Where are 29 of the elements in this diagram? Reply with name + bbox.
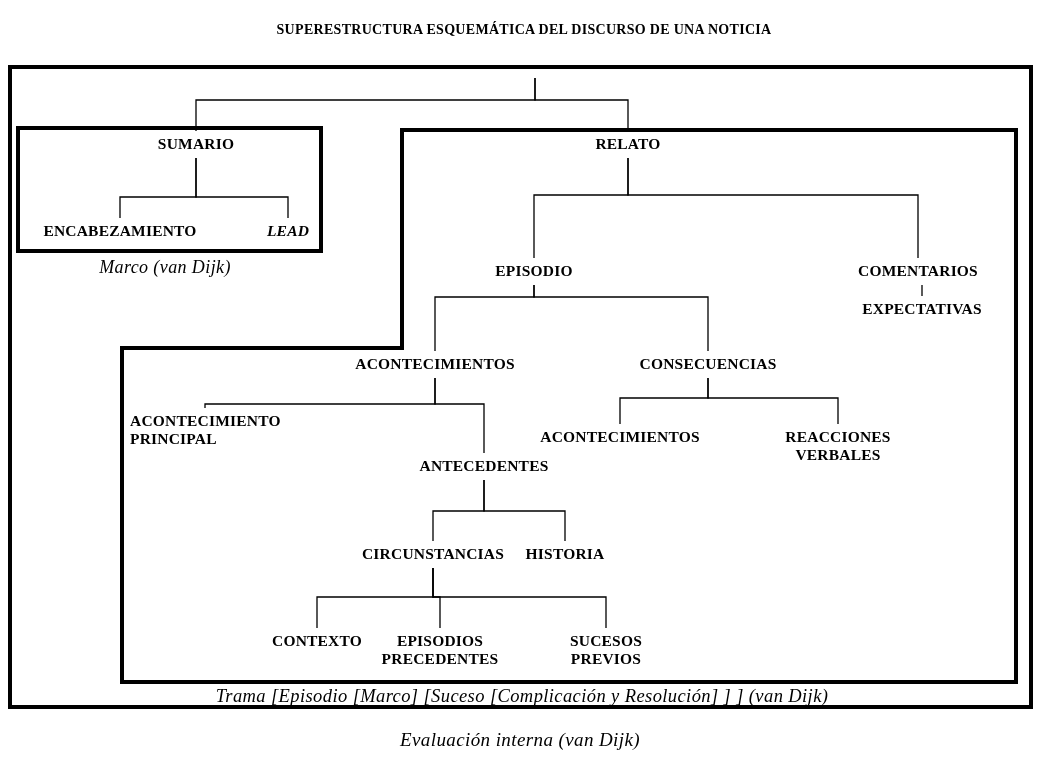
tree-connector	[627, 157, 919, 259]
category-label: RELATO	[595, 135, 661, 153]
frame-caption: Evaluación interna (van Dijk)	[399, 729, 641, 751]
category-label: ACONTECIMIENTOS	[355, 355, 515, 373]
tree-connector	[921, 284, 923, 297]
category-label: CIRCUNSTANCIAS	[362, 545, 504, 563]
category-label: ACONTECIMIENTOS	[540, 428, 700, 446]
tree-connector	[195, 157, 289, 219]
category-label: CONTEXTO	[272, 632, 362, 650]
category-label: HISTORIA	[525, 545, 605, 563]
tree-connector	[483, 479, 566, 542]
category-label: ENCABEZAMIENTO	[43, 222, 197, 240]
category-label: COMENTARIOS	[858, 262, 978, 280]
tree-connector	[432, 567, 607, 629]
tree-connector	[707, 377, 839, 425]
category-label: REACCIONES VERBALES	[773, 428, 903, 464]
tree-connector	[434, 377, 485, 454]
category-label: ACONTECIMIENTO PRINCIPAL	[130, 412, 280, 448]
category-label: SUMARIO	[157, 135, 235, 153]
category-label: EPISODIO	[495, 262, 573, 280]
category-label: EXPECTATIVAS	[862, 300, 982, 318]
diagram-title: SUPERESTRUCTURA ESQUEMÁTICA DEL DISCURSO DE UNA NOTICIA	[275, 22, 773, 38]
category-label: SUCESOS PREVIOS	[556, 632, 656, 668]
category-label: EPISODIOS PRECEDENTES	[375, 632, 505, 668]
frame-caption: Marco (van Dijk)	[99, 257, 231, 278]
category-label: ANTECEDENTES	[419, 457, 549, 475]
category-label: LEAD	[266, 222, 310, 240]
tree-connector	[533, 284, 709, 352]
category-label: CONSECUENCIAS	[639, 355, 777, 373]
